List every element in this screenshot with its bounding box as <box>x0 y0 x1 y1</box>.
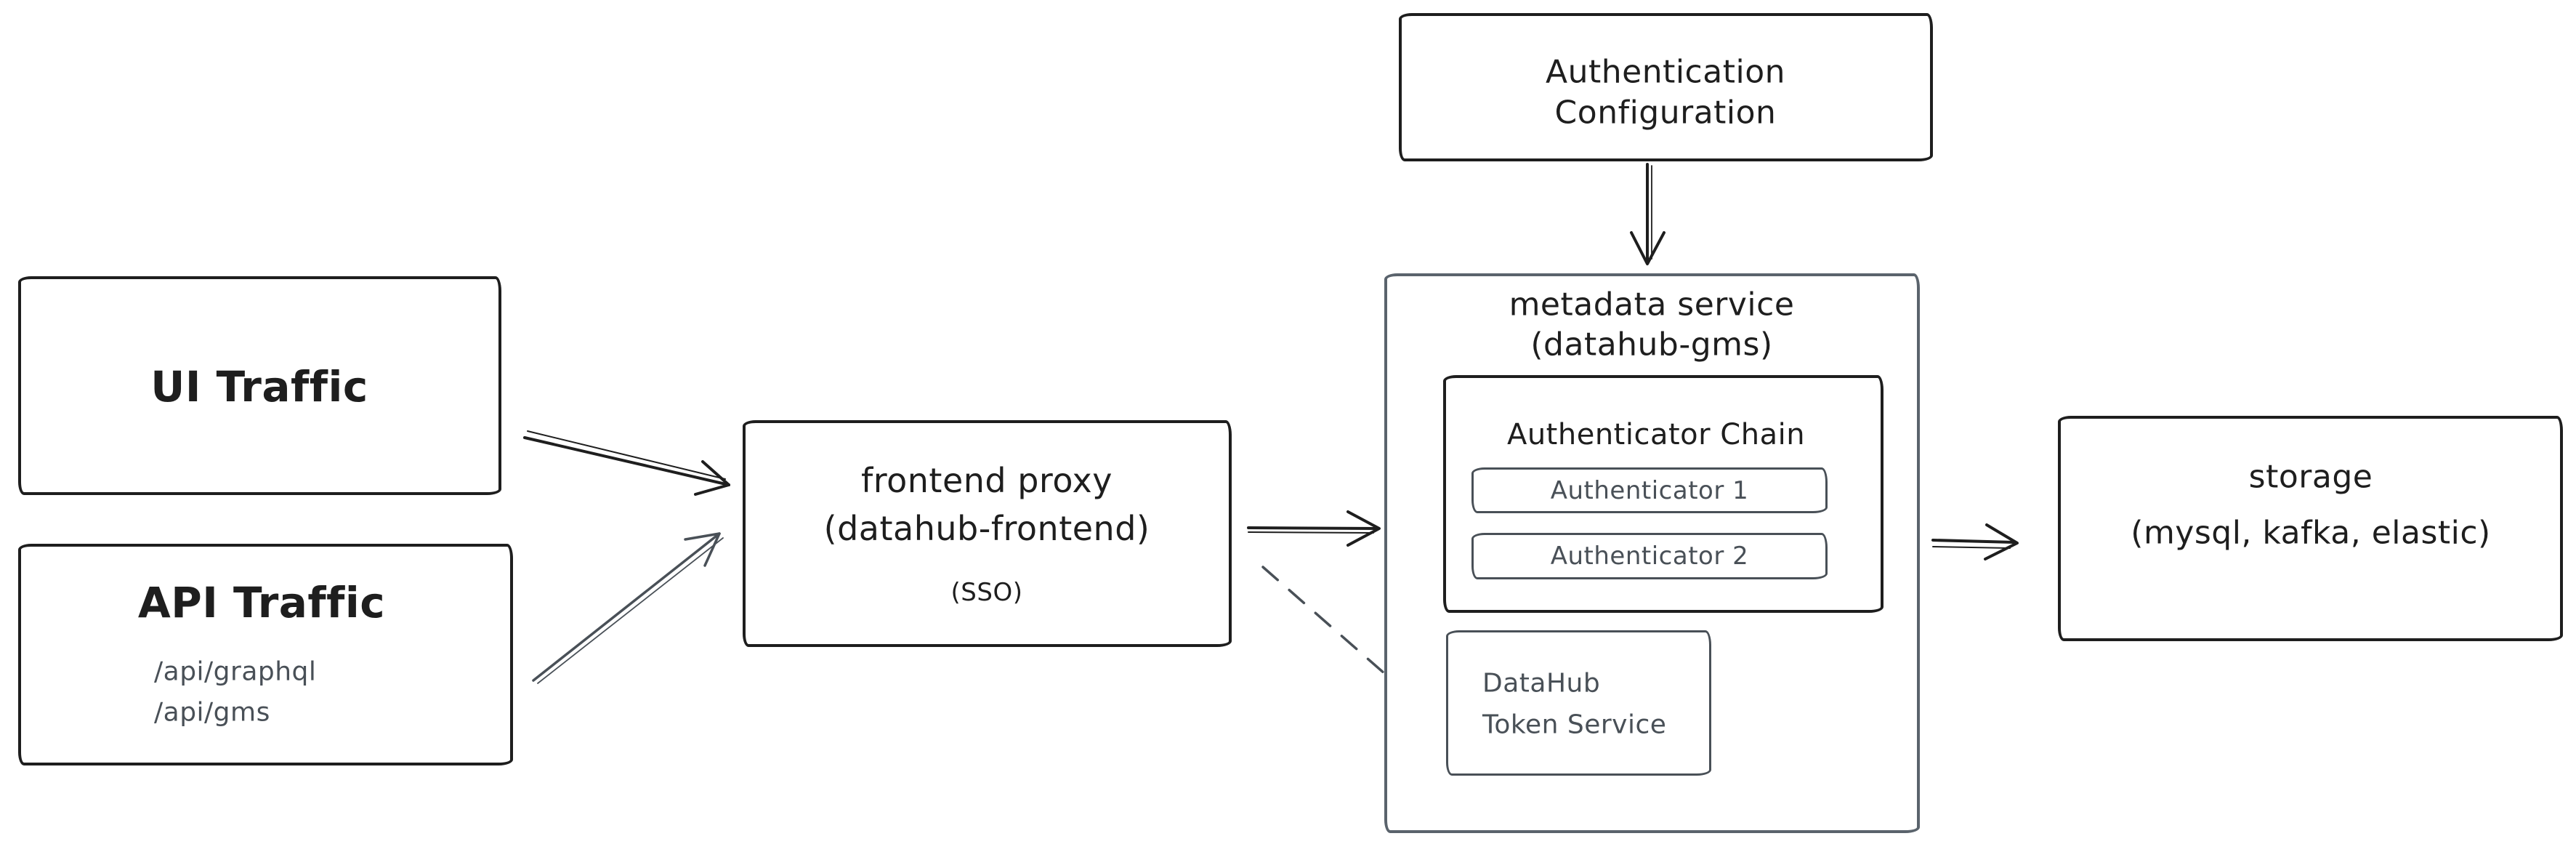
metadata-service-title-line2: (datahub-gms) <box>1530 326 1773 363</box>
arrow-api-to-frontend <box>532 532 724 684</box>
auth-config-line1: Authentication <box>1546 53 1785 91</box>
storage-title-line2: (mysql, kafka, elastic) <box>2131 514 2491 552</box>
node-ui-traffic <box>18 276 501 495</box>
frontend-proxy-title-line2: (datahub-frontend) <box>823 509 1150 548</box>
node-authenticator-2 <box>1471 533 1828 579</box>
arrow-config-to-metadata <box>1630 163 1665 265</box>
arrow-metadata-to-storage <box>1931 523 2019 560</box>
api-endpoint-graphql: /api/graphql <box>154 656 317 687</box>
node-authentication-configuration <box>1399 13 1933 161</box>
token-service-line2: Token Service <box>1482 710 1667 740</box>
storage-title-line1: storage <box>2248 458 2373 496</box>
node-storage <box>2058 416 2563 641</box>
arrow-ui-to-frontend <box>523 430 730 496</box>
frontend-proxy-sso-label: (SSO) <box>950 578 1023 607</box>
authenticator-1-label: Authenticator 1 <box>1550 476 1749 505</box>
node-frontend-proxy <box>743 420 1232 647</box>
node-authenticator-1 <box>1471 467 1828 513</box>
authenticator-chain-label: Authenticator Chain <box>1506 418 1806 451</box>
frontend-proxy-title-line1: frontend proxy <box>861 461 1113 500</box>
api-traffic-label: API Traffic <box>137 578 386 627</box>
node-datahub-token-service <box>1446 630 1711 776</box>
node-api-traffic <box>18 544 513 765</box>
authenticator-2-label: Authenticator 2 <box>1550 542 1749 571</box>
api-endpoint-gms: /api/gms <box>154 697 270 728</box>
metadata-service-title-line1: metadata service <box>1509 286 1795 323</box>
ui-traffic-label: UI Traffic <box>150 362 368 411</box>
arrow-frontend-to-metadata <box>1247 510 1381 547</box>
token-service-line1: DataHub <box>1482 668 1601 699</box>
auth-config-line2: Configuration <box>1554 94 1777 132</box>
